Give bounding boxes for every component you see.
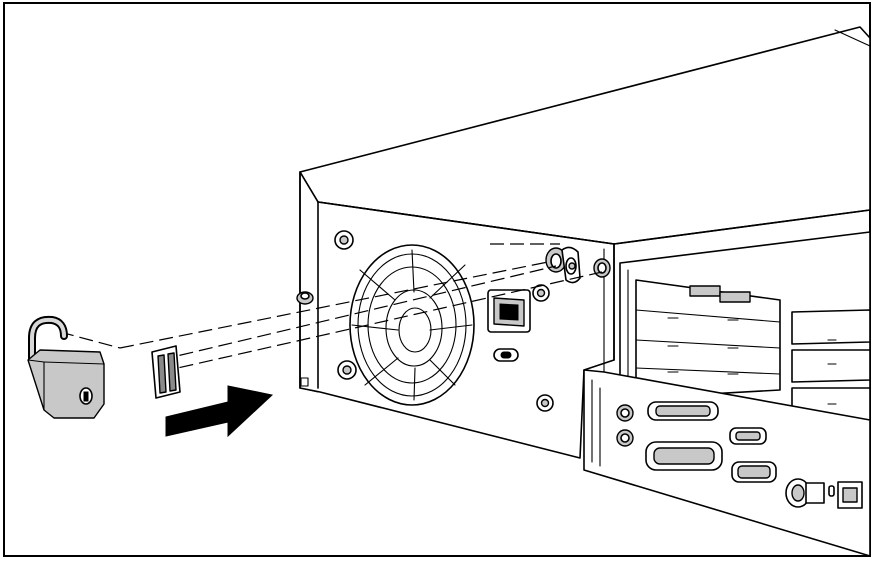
screw-lower-left [337,360,357,380]
alignment-guides [59,243,603,373]
screw-top-left [334,230,354,250]
padlock-body [27,349,105,419]
security-bracket [151,345,181,399]
scsi-port [645,441,723,471]
serial-port-a [729,427,767,445]
padlock-loop [545,246,611,284]
panel-screws [296,230,554,412]
padlock [27,315,105,419]
ethernet-port [837,481,863,509]
io-panel [583,369,871,557]
side-thumbscrew [296,291,314,305]
parallel-port [647,401,719,421]
bnc-connector [785,478,825,508]
fan-grille [349,244,475,406]
direction-arrow [165,385,274,438]
screw-lower-right [536,394,554,412]
serial-port-b [731,461,777,483]
screw-middle [532,284,550,302]
voltage-switch [493,348,519,362]
power-inlet [487,289,531,333]
keyboard-port [616,429,634,447]
mouse-port [616,404,634,422]
loop-screw [593,258,611,278]
